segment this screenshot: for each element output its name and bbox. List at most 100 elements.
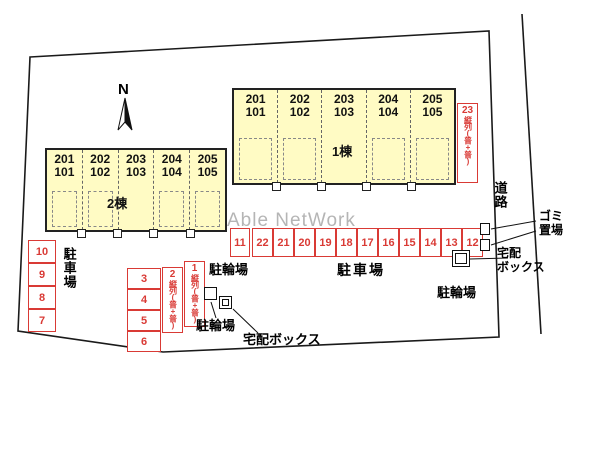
north-label: N (118, 81, 129, 98)
parking-stall-20: 20 (294, 228, 315, 257)
unit-2-205: 205 105 (189, 150, 225, 230)
stall-number: 1 (191, 263, 198, 274)
parking-stall-3: 3 (127, 268, 161, 289)
parking-stall-2-tandem: 2 縦列(普+普) (162, 267, 183, 333)
parking-stall-13: 13 (441, 228, 462, 257)
parking-stall-21: 21 (273, 228, 294, 257)
building-1-entrance (362, 182, 371, 191)
parking-stall-22: 22 (252, 228, 273, 257)
compass-needle-black (124, 97, 133, 131)
road-edge-line (521, 13, 542, 335)
unit-lower-number: 105 (422, 105, 443, 120)
building-1-entrance (407, 182, 416, 191)
building-2-entrance (113, 229, 122, 238)
garbage-area-marker (480, 223, 490, 235)
unit-number: 202 102 (278, 92, 321, 120)
bicycle-parking-bottom-label: 駐輪場 (196, 318, 236, 333)
stall-number: 23 (461, 105, 474, 116)
delivery-box-marker-inner (222, 299, 229, 306)
parking-stall-9: 9 (28, 263, 56, 286)
parking-stall-15: 15 (399, 228, 420, 257)
unit-upper-number: 203 (333, 92, 355, 106)
unit-number: 201 101 (234, 92, 277, 120)
stall-number: 2 (169, 269, 176, 280)
unit-lower-number: 105 (197, 165, 218, 180)
balcony-outline (415, 138, 450, 180)
building-1-entrance (317, 182, 326, 191)
balcony-outline (283, 138, 317, 180)
leader-bicycle-bottom (210, 301, 217, 319)
parking-stall-23-tandem: 23 縦列(普+普) (457, 103, 478, 183)
road-label: 道路 (492, 181, 508, 209)
delivery-box-right-line2: ボックス (497, 260, 545, 275)
balcony-outline (239, 138, 273, 180)
unit-lower-number: 103 (125, 165, 146, 180)
stall-tandem-label: 縦列(普+普) (190, 274, 200, 323)
building-1: 201 101 202 102 203 103 204 104 (232, 88, 456, 185)
delivery-box-bottom-label: 宅配ボックス (243, 332, 321, 347)
parking-stall-7: 7 (28, 309, 56, 332)
unit-2-203: 203 103 (117, 150, 154, 230)
parking-stall-14: 14 (420, 228, 441, 257)
building-2-entrance (77, 229, 86, 238)
parking-stall-8: 8 (28, 286, 56, 309)
unit-upper-number: 201 (54, 152, 75, 166)
unit-number: 204 104 (367, 92, 410, 120)
building-2-entrance (149, 229, 158, 238)
watermark: Able NetWork (227, 210, 356, 231)
building-2: 201 101 202 102 203 103 204 104 (45, 148, 227, 232)
unit-lower-number: 101 (54, 165, 75, 180)
unit-upper-number: 202 (90, 152, 111, 166)
leader-delivery-right (469, 257, 509, 260)
parking-stall-5: 5 (127, 310, 161, 331)
unit-upper-number: 201 (245, 92, 266, 106)
unit-lower-number: 104 (378, 105, 399, 120)
building-2-entrance (186, 229, 195, 238)
garbage-area-marker (480, 239, 490, 251)
parking-stall-6: 6 (127, 331, 161, 352)
site-boundary (17, 30, 500, 353)
unit-1-205: 205 105 (409, 90, 454, 183)
balcony-outline (195, 191, 220, 227)
parking-stall-10: 10 (28, 240, 56, 263)
unit-1-202: 202 102 (277, 90, 321, 183)
parking-stall-18: 18 (336, 228, 357, 257)
unit-1-204: 204 104 (365, 90, 410, 183)
leader-garbage-1 (490, 220, 537, 230)
balcony-outline (52, 191, 77, 227)
parking-main-label: 駐車場 (337, 262, 385, 278)
bicycle-parking-top-label: 駐輪場 (209, 262, 249, 277)
unit-1-203: 203 103 (321, 90, 365, 183)
stall-tandem-label: 縦列(普+普) (463, 116, 473, 165)
garbage-area-line2: 置場 (539, 223, 564, 238)
delivery-box-right-label: 宅配 ボックス (497, 246, 545, 275)
unit-upper-number: 205 (422, 92, 443, 106)
building-1-entrance (272, 182, 281, 191)
unit-number: 202 102 (83, 152, 118, 179)
garbage-area-line1: ゴミ (539, 209, 564, 223)
leader-delivery-bottom (232, 308, 259, 334)
balcony-outline (371, 138, 405, 180)
unit-number: 204 104 (154, 152, 189, 180)
unit-lower-number: 102 (289, 105, 310, 120)
delivery-box-marker-inner (455, 253, 467, 264)
building-2-name: 2棟 (107, 196, 128, 211)
unit-upper-number: 203 (125, 152, 146, 166)
unit-2-204: 204 104 (153, 150, 189, 230)
parking-left-label: 駐車場 (61, 247, 77, 289)
unit-upper-number: 205 (197, 152, 218, 166)
unit-number: 205 105 (411, 92, 454, 120)
stall-tandem-label: 縦列(普+普) (168, 280, 178, 329)
unit-2-202: 202 102 (81, 150, 118, 230)
unit-1-201: 201 101 (234, 90, 277, 183)
unit-lower-number: 101 (245, 105, 266, 120)
delivery-box-right-marker (452, 250, 470, 267)
unit-lower-number: 104 (161, 165, 182, 180)
parking-stall-12: 12 (462, 228, 483, 257)
parking-stall-16: 16 (378, 228, 399, 257)
unit-2-201: 201 101 (47, 150, 82, 230)
balcony-outline (87, 191, 113, 227)
bicycle-parking-marker (204, 287, 217, 300)
unit-number: 203 103 (322, 92, 365, 119)
